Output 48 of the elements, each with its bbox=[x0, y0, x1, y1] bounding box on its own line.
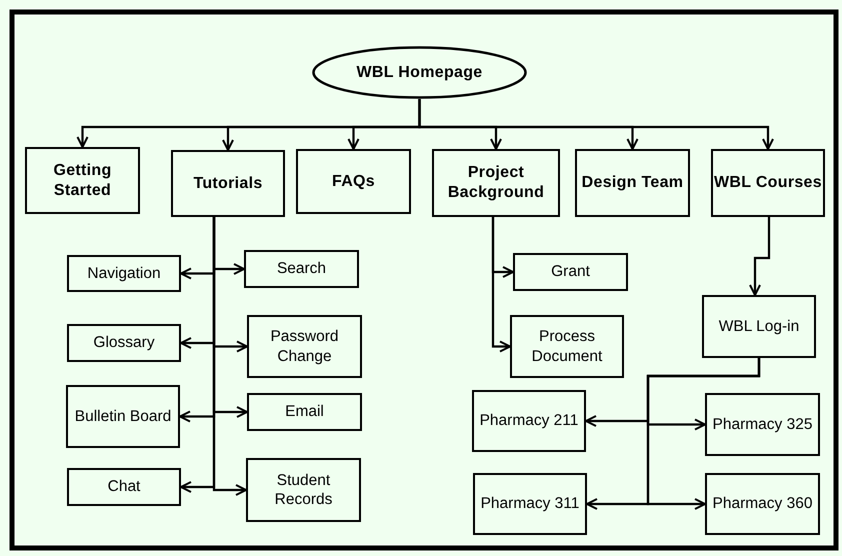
box-label: WBL Log-in bbox=[718, 316, 800, 336]
arrow bbox=[749, 217, 770, 296]
box-label: Search bbox=[276, 259, 326, 279]
arrow bbox=[418, 99, 774, 150]
box-label: Pharmacy 325 bbox=[712, 414, 812, 434]
box-label: Pharmacy 360 bbox=[712, 494, 812, 514]
page-box bbox=[705, 393, 820, 456]
page-box bbox=[25, 147, 140, 214]
page-box bbox=[67, 468, 181, 506]
box-label: Bulletin Board bbox=[74, 406, 172, 426]
page-box bbox=[575, 149, 690, 217]
box-label: Process Document bbox=[530, 327, 604, 366]
arrow bbox=[212, 217, 247, 496]
box-label: WBL Courses bbox=[714, 173, 822, 193]
box-label: Project Background bbox=[446, 163, 546, 203]
page-box bbox=[711, 149, 825, 217]
page-box bbox=[246, 458, 361, 522]
page-box bbox=[247, 315, 362, 378]
box-label: FAQs bbox=[332, 172, 375, 192]
page-box bbox=[513, 253, 628, 291]
arrow bbox=[492, 217, 511, 352]
box-label: Pharmacy 311 bbox=[480, 494, 580, 514]
box-label: Email bbox=[285, 402, 324, 422]
page-box bbox=[66, 385, 180, 448]
page-box bbox=[67, 255, 181, 292]
arrow bbox=[646, 358, 760, 510]
page-box bbox=[432, 149, 560, 217]
page-box bbox=[247, 393, 362, 431]
page-box bbox=[244, 250, 359, 288]
page-box bbox=[296, 149, 411, 214]
box-label: Tutorials bbox=[193, 174, 263, 194]
box-label: Student Records bbox=[274, 470, 334, 510]
box-label: Grant bbox=[551, 262, 590, 282]
page-box bbox=[171, 150, 285, 217]
box-label: WBL Homepage bbox=[356, 62, 482, 82]
page-box bbox=[472, 390, 586, 452]
box-label: Chat bbox=[108, 477, 140, 497]
page-box bbox=[705, 473, 820, 535]
box-label: Getting Started bbox=[52, 160, 113, 200]
page-box bbox=[510, 315, 624, 378]
page-box bbox=[473, 473, 587, 535]
box-label: Pharmacy 211 bbox=[480, 411, 578, 431]
box-label: Navigation bbox=[87, 264, 161, 284]
box-label: Glossary bbox=[93, 333, 155, 353]
page-box bbox=[702, 295, 816, 358]
box-label: Design Team bbox=[582, 173, 684, 193]
page-box bbox=[67, 324, 181, 362]
box-label: Password Change bbox=[269, 327, 340, 366]
